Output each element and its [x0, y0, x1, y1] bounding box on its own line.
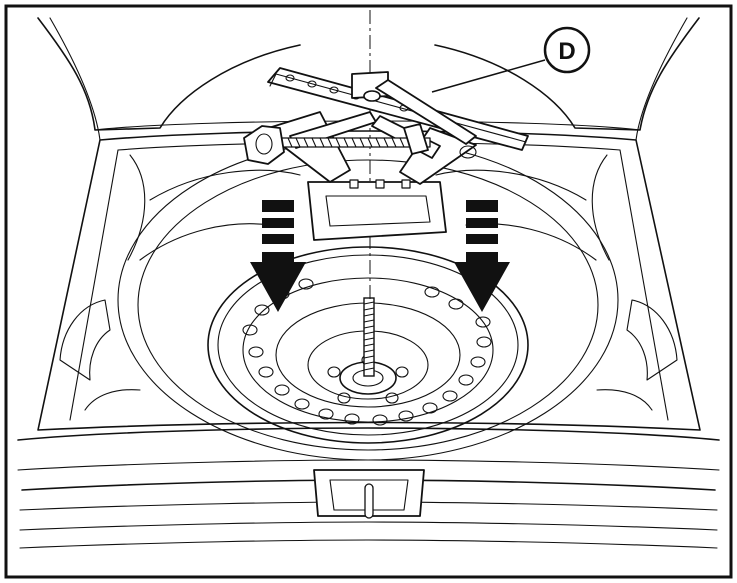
callout-d-label: D	[558, 38, 575, 65]
scissor-jack	[243, 111, 477, 241]
hold-down-bolt	[363, 297, 375, 377]
callout-d: D	[431, 26, 591, 93]
arrow-left-down	[250, 200, 306, 312]
arrow-right-down	[454, 200, 510, 312]
wheel-vent-holes	[242, 278, 492, 426]
callout-d-circle	[543, 26, 591, 74]
rear-sill	[17, 427, 720, 549]
jack-handle	[267, 67, 529, 151]
spare-tire	[207, 246, 529, 444]
